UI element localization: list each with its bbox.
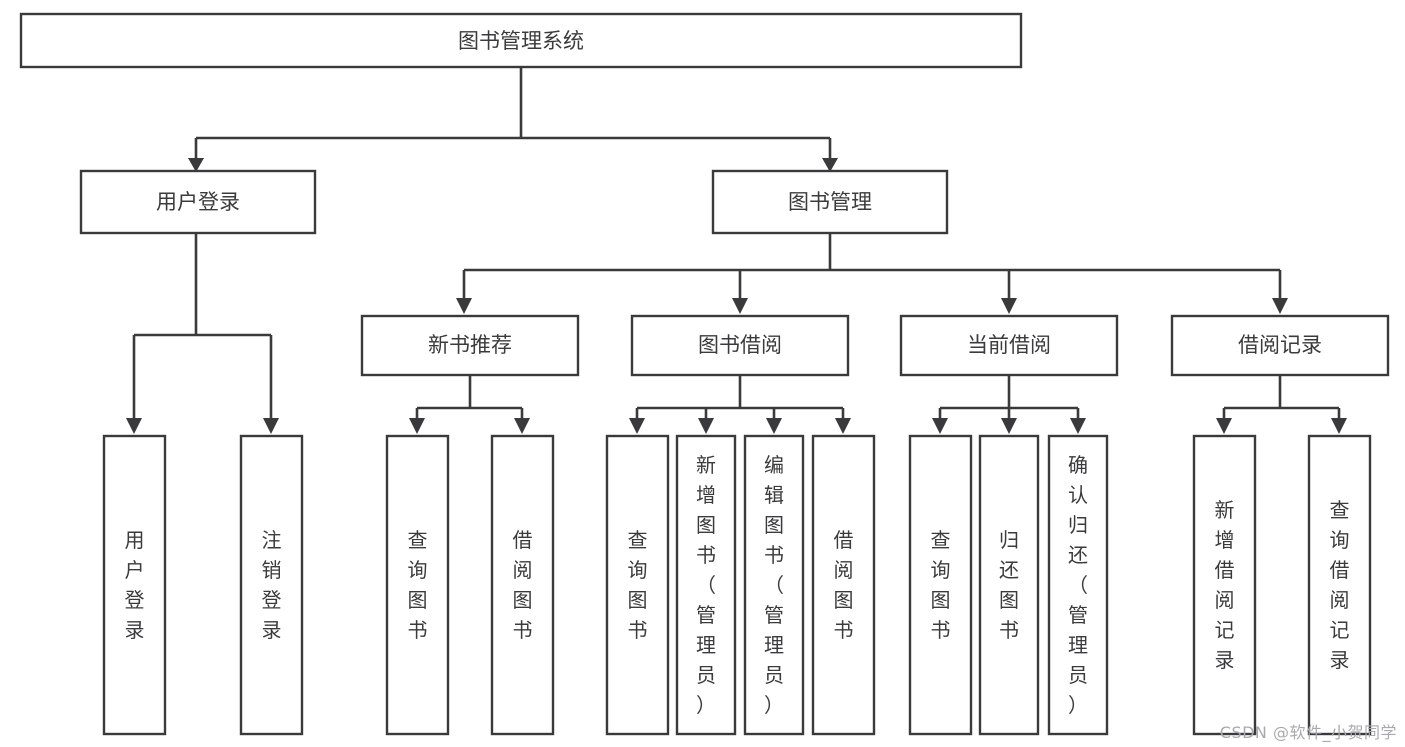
arrow-head-leaf-borrow-book-2: [835, 418, 851, 434]
node-root[interactable]: 图书管理系统: [19, 12, 1023, 69]
node-leaf-query-book-2-label: 查询图书: [628, 528, 648, 642]
arrow-head-borrow-record: [1272, 298, 1288, 314]
node-book-borrow[interactable]: 图书借阅: [630, 314, 850, 377]
node-leaf-query-record[interactable]: 查询借阅记录: [1307, 434, 1372, 736]
arrow-head-leaf-query-book-2: [629, 418, 645, 434]
arrow-head-leaf-add-book: [698, 418, 714, 434]
node-new-book-recommend[interactable]: 新书推荐: [360, 314, 580, 377]
node-current-borrow-label: 当前借阅: [967, 333, 1051, 357]
node-user-login-label: 用户登录: [156, 190, 240, 214]
arrow-head-leaf-query-book-3: [932, 418, 948, 434]
node-leaf-query-book-2[interactable]: 查询图书: [605, 434, 670, 736]
node-new-book-recommend-box[interactable]: [360, 314, 580, 377]
arrow-head-user-login: [188, 158, 204, 172]
node-book-borrow-box[interactable]: [630, 314, 850, 377]
arrow-head-new-book-recommend: [456, 298, 472, 314]
node-leaf-query-book-3-label: 查询图书: [931, 528, 951, 642]
node-book-borrow-label: 图书借阅: [698, 333, 782, 357]
node-leaf-borrow-book-1[interactable]: 借阅图书: [490, 434, 555, 736]
node-leaf-user-login[interactable]: 用户登录: [102, 434, 167, 736]
node-book-management[interactable]: 图书管理: [711, 169, 949, 235]
node-leaf-confirm-return[interactable]: 确认归还（管理员）: [1047, 434, 1109, 736]
node-leaf-user-login-label: 用户登录: [125, 528, 145, 642]
node-root-label: 图书管理系统: [458, 29, 584, 53]
node-leaf-confirm-return-box[interactable]: [1047, 434, 1109, 736]
node-new-book-recommend-label: 新书推荐: [428, 333, 512, 357]
node-user-login[interactable]: 用户登录: [79, 169, 317, 235]
node-leaf-query-book-1-label: 查询图书: [408, 528, 428, 642]
node-leaf-borrow-book-2[interactable]: 借阅图书: [811, 434, 876, 736]
arrow-head-leaf-edit-book: [766, 418, 782, 434]
arrow-head-leaf-query-book-1: [409, 418, 425, 434]
node-leaf-query-book-2-box[interactable]: [605, 434, 670, 736]
node-leaf-edit-book-label: 编辑图书（管理员）: [764, 453, 784, 717]
arrow-head-book-borrow: [732, 298, 748, 314]
node-book-management-box[interactable]: [711, 169, 949, 235]
csdn-watermark: CSDN @软件_小贺同学: [1219, 723, 1397, 742]
node-leaf-query-book-3[interactable]: 查询图书: [908, 434, 973, 736]
node-leaf-borrow-book-2-box[interactable]: [811, 434, 876, 736]
node-leaf-logout-login-box[interactable]: [239, 434, 304, 736]
node-leaf-borrow-book-2-label: 借阅图书: [834, 528, 854, 642]
node-current-borrow[interactable]: 当前借阅: [899, 314, 1119, 377]
node-leaf-return-book-box[interactable]: [978, 434, 1040, 736]
node-current-borrow-box[interactable]: [899, 314, 1119, 377]
node-leaf-query-record-label: 查询借阅记录: [1330, 498, 1350, 672]
arrow-head-leaf-user-login: [126, 418, 142, 434]
node-leaf-add-book-box[interactable]: [675, 434, 737, 736]
node-leaf-query-book-1-box[interactable]: [385, 434, 450, 736]
node-leaf-return-book-label: 归还图书: [999, 528, 1019, 642]
node-leaf-query-record-box[interactable]: [1307, 434, 1372, 736]
node-leaf-edit-book-box[interactable]: [743, 434, 805, 736]
node-leaf-query-book-1[interactable]: 查询图书: [385, 434, 450, 736]
arrow-head-leaf-return-book: [1001, 418, 1017, 434]
node-borrow-record-box[interactable]: [1170, 314, 1390, 377]
node-leaf-query-book-3-box[interactable]: [908, 434, 973, 736]
node-root-box[interactable]: [19, 12, 1023, 69]
node-leaf-add-book[interactable]: 新增图书（管理员）: [675, 434, 737, 736]
node-leaf-borrow-book-1-label: 借阅图书: [513, 528, 533, 642]
node-leaf-user-login-box[interactable]: [102, 434, 167, 736]
arrow-head-leaf-borrow-book-1: [514, 418, 530, 434]
node-leaf-return-book[interactable]: 归还图书: [978, 434, 1040, 736]
arrow-head-leaf-logout-login: [263, 418, 279, 434]
node-leaf-edit-book[interactable]: 编辑图书（管理员）: [743, 434, 805, 736]
arrow-head-leaf-query-record: [1331, 418, 1347, 434]
node-book-management-label: 图书管理: [788, 190, 872, 214]
node-leaf-logout-login-label: 注销登录: [262, 528, 282, 642]
node-leaf-add-book-label: 新增图书（管理员）: [696, 453, 716, 717]
node-leaf-add-record[interactable]: 新增借阅记录: [1192, 434, 1257, 736]
arrow-head-leaf-confirm-return: [1070, 418, 1086, 434]
connector-layer: [126, 67, 1347, 434]
node-user-login-box[interactable]: [79, 169, 317, 235]
node-leaf-add-record-box[interactable]: [1192, 434, 1257, 736]
node-leaf-logout-login[interactable]: 注销登录: [239, 434, 304, 736]
node-leaf-add-record-label: 新增借阅记录: [1215, 498, 1235, 672]
node-leaf-confirm-return-label: 确认归还（管理员）: [1068, 453, 1088, 717]
node-leaf-borrow-book-1-box[interactable]: [490, 434, 555, 736]
arrow-head-book-management: [822, 158, 838, 172]
arrow-head-leaf-add-record: [1216, 418, 1232, 434]
node-borrow-record-label: 借阅记录: [1238, 333, 1322, 357]
arrow-head-current-borrow: [1001, 298, 1017, 314]
node-borrow-record[interactable]: 借阅记录: [1170, 314, 1390, 377]
